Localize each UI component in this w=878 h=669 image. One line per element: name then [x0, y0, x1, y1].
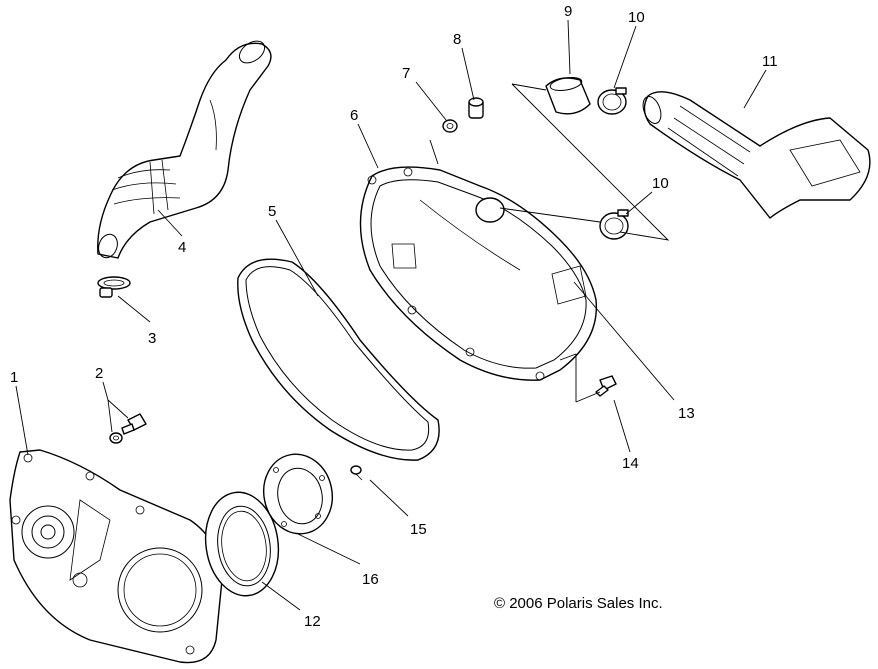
part-10-clamp-upper: [597, 87, 627, 115]
part-11-outlet-duct: [642, 91, 871, 219]
callout-12: 12: [304, 613, 321, 630]
callout-16: 16: [362, 571, 379, 588]
callout-6: 6: [350, 107, 358, 124]
part-1-inner-cover: [9, 449, 223, 664]
callout-4: 4: [178, 239, 186, 256]
callout-10-lower: 10: [652, 175, 669, 192]
callout-3: 3: [148, 330, 156, 347]
copyright-notice: © 2006 Polaris Sales Inc.: [494, 595, 663, 612]
callout-7: 7: [402, 65, 410, 82]
part-12-seal-ring: [204, 491, 280, 597]
leader-lines: [15, 19, 767, 611]
callout-1: 1: [10, 369, 18, 386]
part-5-drive-belt: [237, 258, 440, 461]
callout-labels: 1 2 3 4 5 6 7 8 9 10 11 10 12 13 14 15 1…: [10, 3, 778, 630]
callout-9: 9: [564, 3, 572, 20]
part-3-hose-clamp: [97, 276, 131, 298]
part-2-bolt: [109, 413, 147, 444]
callout-5: 5: [268, 203, 276, 220]
part-6-outer-cover: [359, 166, 598, 381]
callout-14: 14: [622, 455, 639, 472]
callout-10-upper: 10: [628, 9, 645, 26]
part-7-washer: [442, 119, 458, 133]
callout-11: 11: [762, 53, 778, 70]
callout-8: 8: [453, 31, 461, 48]
part-4-intake-duct: [97, 40, 272, 259]
part-8-plug: [468, 97, 484, 119]
part-16-plate: [263, 453, 333, 535]
callout-2: 2: [95, 365, 103, 382]
part-9-duct-boot: [545, 76, 591, 115]
callout-13: 13: [678, 405, 695, 422]
part-14-bolt: [595, 375, 617, 397]
callout-15: 15: [410, 521, 427, 538]
part-10-clamp-lower: [599, 209, 629, 240]
part-15-screw: [350, 465, 363, 481]
